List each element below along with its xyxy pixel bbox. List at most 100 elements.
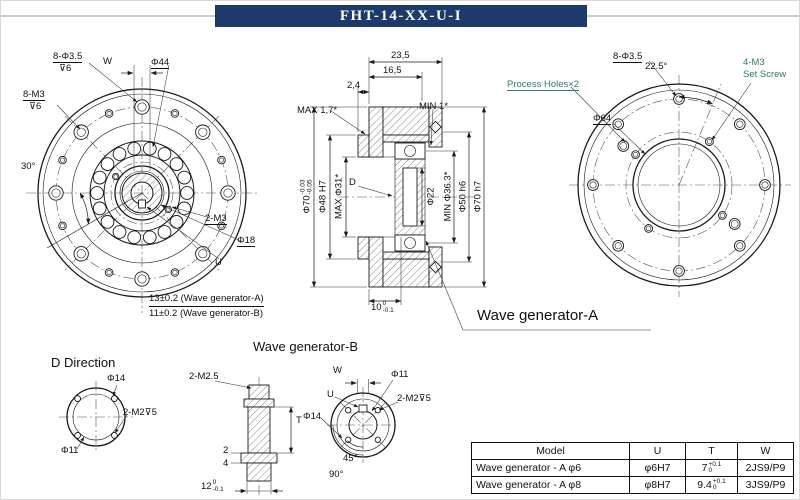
phi64-label: Φ64 (593, 113, 612, 125)
d-label: D (349, 177, 356, 188)
spec-table: Model U T W Wave generator - A φ6 φ6H7 7… (471, 442, 794, 494)
t-sub: 0 (712, 484, 717, 491)
note-b-suffix: (Wave generator-B) (179, 308, 264, 319)
wave-generator-a-callout: Wave generator-A (477, 307, 599, 324)
front-m3-callout: 8-M3 (23, 89, 45, 101)
dim12-lower: -0.1 (212, 485, 224, 493)
process-holes-callout: Process Holes×2 (507, 79, 580, 91)
rear-angle-label: 22.5° (645, 61, 668, 72)
front-2m3-callout: 2-M3 (205, 213, 227, 225)
dim12-base: 12 (201, 481, 212, 492)
phi70-tol-label: Φ70 -0.03 -0.05 (300, 152, 314, 242)
min-phi36-label: MIN Φ36.3* (442, 171, 454, 222)
note-wave-generator-b: 11±0.2 (Wave generator-B) (149, 308, 264, 320)
d-direction-holes (74, 395, 118, 439)
note-wave-generator-a: 13±0.2 (Wave generator-A) (149, 293, 264, 307)
front-angle30-label: 30° (21, 161, 36, 172)
phi50-label: Φ50 h6 (457, 180, 469, 213)
rear-holes-callout: 8-Φ3.5 (613, 51, 643, 63)
sd-u-label: U (327, 389, 334, 400)
note-a-suffix: (Wave generator-A) (180, 293, 264, 304)
sd-phi11-label: Φ11 (391, 369, 409, 380)
table-row: Wave generator - A φ6 φ6H7 7 +0.1 0 2JS9… (471, 459, 794, 477)
cell-model: Wave generator - A φ6 (471, 459, 630, 477)
note-b-value: 11±0.2 (149, 308, 178, 319)
bearing-ball-ring (90, 141, 194, 245)
max-phi31-label: MAX Φ31* (333, 173, 345, 220)
front-view (26, 62, 259, 313)
min-1-label: MIN 1* (419, 101, 449, 112)
cross-roller-bottom (429, 260, 442, 274)
hub-section-hatch (122, 173, 162, 213)
keyway-slot (138, 199, 146, 209)
dim-10-label: 10 0 -0.1 (371, 300, 394, 314)
t-sup: +0.1 (708, 460, 722, 468)
phi48-label: Φ48 H7 (317, 180, 329, 213)
max-1-7-label: MAX 1,7* (297, 105, 338, 116)
table-row: Wave generator - A φ8 φ8H7 9.4 +0.1 0 3J… (471, 476, 794, 494)
front-m3-holes (58, 109, 226, 277)
dim10-lower: -0.1 (382, 306, 394, 314)
header-u: U (629, 442, 686, 460)
cell-t: 7 +0.1 0 (685, 459, 738, 477)
cell-u: φ8H7 (629, 476, 686, 494)
front-phi18-label: Φ18 (237, 235, 256, 247)
t-base: 9.4 (697, 479, 712, 491)
spec-table-header-row: Model U T W (471, 442, 794, 460)
dim-2-4: 2,4 (347, 80, 361, 91)
front-holes-callout: 8-Φ3.5 (53, 51, 83, 63)
header-model: Model (471, 442, 630, 460)
phi22-label: Φ22 (425, 187, 437, 206)
wave-generator-b-view (214, 377, 294, 495)
sd-phi14-label: Φ14 (303, 411, 322, 422)
dim10-upper: 0 (382, 300, 387, 307)
wgb-dim4-label: 4 (223, 458, 229, 469)
page-title: FHT-14-XX-U-I (339, 7, 463, 24)
d-direction-view (59, 381, 133, 453)
header-w: W (737, 442, 794, 460)
dim-23-5: 23,5 (391, 50, 410, 61)
phi70-base: Φ70 (301, 195, 313, 214)
sd-w-label: W (333, 365, 342, 376)
wgb-dim2-label: 2 (223, 445, 229, 456)
wgb-m25-label: 2-M2.5 (189, 371, 219, 382)
phi70-lower: -0.05 (306, 179, 313, 195)
note-a-value: 13±0.2 (149, 293, 178, 304)
front-u-label: U (215, 257, 222, 268)
dim12-upper: 0 (212, 479, 217, 486)
cross-roller-top (429, 120, 442, 134)
front-bolt-holes (48, 99, 236, 287)
dd-phi14-label: Φ14 (107, 373, 126, 384)
t-sup: +0.1 (712, 477, 726, 485)
wgb-t-label: T (296, 415, 302, 426)
set-screw-holes (631, 137, 727, 233)
t-base: 7 (701, 462, 708, 474)
d-direction-title: D Direction (51, 355, 116, 370)
t-sub: 0 (708, 467, 713, 474)
cell-u: φ6H7 (629, 459, 686, 477)
front-holes-depth: ⊽6 (59, 63, 72, 74)
phi70h7-label: Φ70 h7 (472, 180, 484, 213)
sd-angle45-label: 45° (343, 453, 358, 464)
dim-16-5: 16,5 (383, 65, 402, 76)
dd-m2-label: 2-M2⊽5 (123, 407, 157, 418)
rear-view (569, 60, 791, 297)
shaft-detail-view (320, 379, 399, 463)
dim10-base: 10 (371, 302, 382, 313)
cell-w: 3JS9/P9 (737, 476, 794, 494)
set-screw-callout-line1: 4-M3 (743, 57, 765, 68)
detail-keyway-slot (358, 404, 368, 413)
cell-w: 2JS9/P9 (737, 459, 794, 477)
front-phi44-label: Φ44 (151, 57, 170, 69)
rear-bolt-holes (587, 93, 771, 277)
section-view (310, 57, 651, 331)
wave-generator-b-title: Wave generator-B (253, 339, 359, 354)
process-holes (617, 140, 741, 230)
wgb-dim12-label: 12 0 -0.1 (201, 479, 224, 493)
header-t: T (685, 442, 738, 460)
wave-generator-hub-hatch (395, 159, 425, 235)
dd-phi11-label: Φ11 (61, 445, 79, 456)
title-bar: FHT-14-XX-U-I (215, 5, 587, 27)
